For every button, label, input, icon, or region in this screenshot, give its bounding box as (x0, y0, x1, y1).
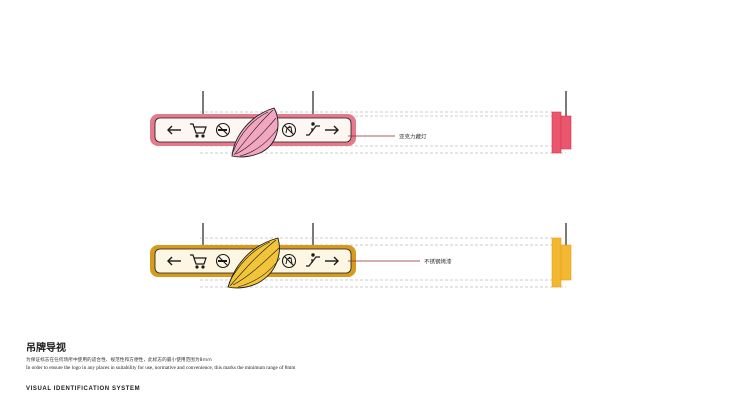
no-smoking-icon (215, 122, 231, 138)
material-label: 不锈钢烤漆 (424, 258, 452, 266)
description-chinese: 为保证标志在任何场所中使用的适合性、规范性和方便性，此标志的最小使用范围为8mm (26, 358, 212, 363)
no-pets-icon (281, 253, 297, 269)
arrow-left-icon (167, 125, 181, 135)
material-label: 亚克力藏灯 (399, 133, 427, 141)
cart-icon (190, 254, 207, 269)
description-english: In order to ensure the logo in any place… (26, 365, 296, 371)
lotus-petal-logo (227, 237, 281, 289)
arrow-left-icon (167, 256, 181, 266)
system-title: VISUAL IDENTIFICATION SYSTEM (26, 386, 141, 392)
arrow-right-icon (325, 125, 339, 135)
cart-icon (190, 123, 207, 138)
escalator-icon (306, 253, 320, 267)
no-pets-icon (281, 122, 297, 138)
projection-lines (200, 111, 566, 154)
escalator-icon (306, 122, 320, 136)
no-smoking-icon (215, 253, 231, 269)
yellow-hanging-sign: 不锈钢烤漆 (150, 223, 572, 289)
arrow-right-icon (325, 256, 339, 266)
pink-hanging-sign: 亚克力藏灯 (150, 91, 572, 158)
projection-lines (200, 237, 566, 288)
section-title: 吊牌导视 (26, 343, 66, 354)
side-view (551, 237, 572, 288)
side-view (551, 111, 572, 154)
lotus-petal-logo (231, 107, 279, 158)
